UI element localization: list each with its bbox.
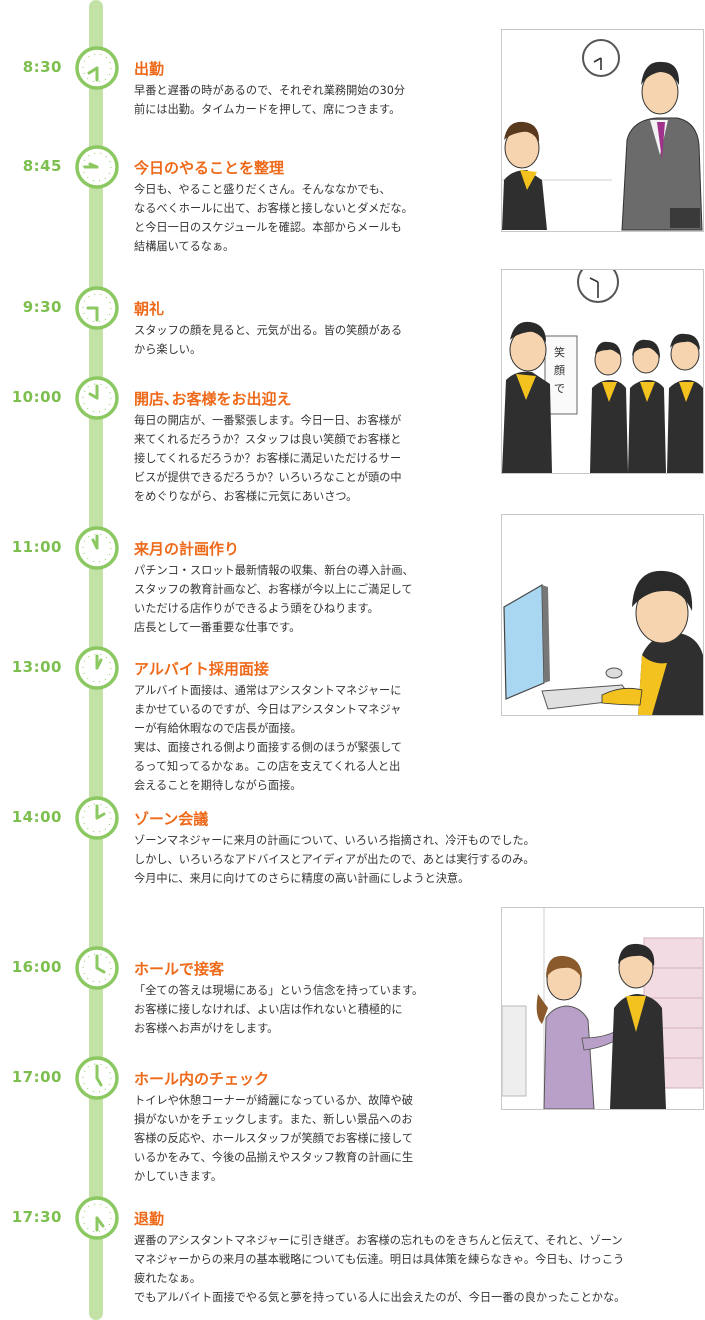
entry-description: 毎日の開店が、一番緊張します。今日一日、お客様が 来てくれるだろうか？スタッフは… [134,414,402,503]
entry-description: ゾーンマネジャーに来月の計画について、いろいろ指摘され、冷汗ものでした。 しかし… [134,834,535,885]
entry-title: ホールで接客 [134,960,225,978]
clock-1700-icon [75,1056,119,1100]
entry-title: ゾーン会議 [134,810,209,828]
clock-830-icon [75,46,119,90]
clock-1000-icon [75,376,119,420]
time-label: 13:00 [11,658,62,676]
entry-description: トイレや休憩コーナーが綺麗になっているか、故障や破 損がないかをチェックします。… [134,1094,414,1183]
entry-description: 早番と遅番の時があるので、それぞれ業務開始の30分 前には出勤。タイムカードを押… [134,84,406,116]
entry-description: アルバイト面接は、通常はアシスタントマネジャーに まかせているのですが、今日はア… [134,684,402,792]
svg-text:で: で [554,382,565,395]
clock-930-icon [75,286,119,330]
time-label: 8:45 [22,157,62,175]
time-label: 14:00 [11,808,62,826]
clock-1400-icon [75,796,119,840]
entry-title: 出勤 [134,60,165,78]
entry-title: 退勤 [134,1210,165,1228]
entry-description: 遅番のアシスタントマネジャーに引き継ぎ。お客様の忘れものをきちんと伝えて、それと… [134,1234,626,1304]
illustration-hall-customer-service [501,907,704,1110]
svg-text:笑: 笑 [554,345,565,359]
clock-1100-icon [75,526,119,570]
entry-title: 来月の計画作り [134,540,240,558]
time-label: 10:00 [11,388,62,406]
time-label: 11:00 [11,538,62,556]
entry-description: 今日も、やること盛りだくさん。そんななかでも、 なるべくホールに出て、お客様と接… [134,183,413,253]
time-label: 17:00 [11,1068,62,1086]
illustration-morning-meeting: 笑 顔 で [501,269,704,474]
clock-1300-icon [75,646,119,690]
entry-title: 今日のやることを整理 [134,159,285,177]
entry-description: スタッフの顔を見ると、元気が出る。皆の笑顔がある から楽しい。 [134,324,403,356]
time-label: 8:30 [22,58,62,76]
entry-description: パチンコ・スロット最新情報の収集、新台の導入計画、 スタッフの教育計画など、お客… [134,564,414,634]
entry-title: アルバイト採用面接 [134,660,269,678]
svg-text:顔: 顔 [554,363,565,377]
illustration-arrival-office [501,29,704,232]
entry-title: 開店､お客様をお出迎え [134,390,292,408]
clock-845-icon [75,145,119,189]
entry-title: 朝礼 [134,300,165,318]
clock-1730-icon [75,1196,119,1240]
entry-description: 「全ての答えは現場にある」という信念を持っています。 お客様に接しなければ、よい… [134,984,424,1035]
time-label: 9:30 [22,298,62,316]
illustration-computer-planning [501,514,704,716]
clock-1600-icon [75,946,119,990]
entry-title: ホール内のチェック [134,1070,270,1088]
time-label: 17:30 [11,1208,62,1226]
time-label: 16:00 [11,958,62,976]
